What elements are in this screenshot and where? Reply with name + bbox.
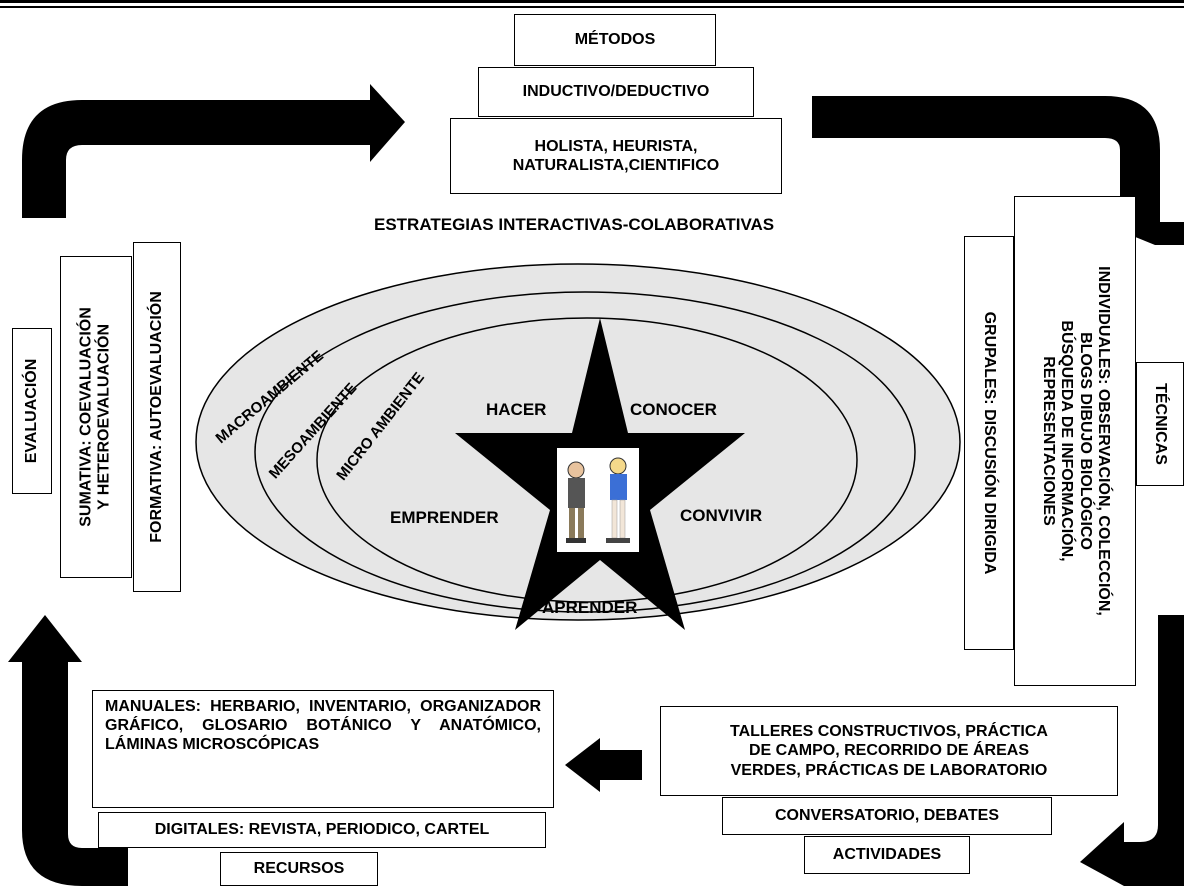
- star-hacer: HACER: [486, 400, 547, 419]
- curved-arrow-top-left-icon: [22, 84, 405, 218]
- manuales-label: MANUALES: HERBARIO, INVENTARIO, ORGANIZA…: [105, 698, 541, 754]
- individuales-label: INDIVIDUALES: OBSERVACIÓN, COLECCIÓN, BL…: [1039, 266, 1112, 616]
- star-conocer: CONOCER: [630, 400, 717, 419]
- talleres-box: TALLERES CONSTRUCTIVOS, PRÁCTICA DE CAMP…: [660, 706, 1118, 796]
- sumativa-label: SUMATIVA: COEVALUACIÓN Y HETEROEVALUACIÓ…: [77, 307, 113, 527]
- recursos-title-box: RECURSOS: [220, 852, 378, 886]
- star-convivir: CONVIVIR: [680, 506, 763, 525]
- grupales-box: GRUPALES: DISCUSIÓN DIRIGIDA: [964, 236, 1014, 650]
- sumativa-box: SUMATIVA: COEVALUACIÓN Y HETEROEVALUACIÓ…: [60, 256, 132, 578]
- individuales-box: INDIVIDUALES: OBSERVACIÓN, COLECCIÓN, BL…: [1014, 196, 1136, 686]
- formativa-box: FORMATIVA: AUTOEVALUACIÓN: [133, 242, 181, 592]
- curved-arrow-bottom-left-icon: [8, 615, 128, 886]
- formativa-label: FORMATIVA: AUTOEVALUACIÓN: [147, 291, 165, 543]
- inductivo-deductivo-label: INDUCTIVO/DEDUCTIVO: [522, 83, 710, 101]
- students-illustration-icon: [557, 448, 639, 552]
- digitales-box: DIGITALES: REVISTA, PERIODICO, CARTEL: [98, 812, 546, 848]
- talleres-label: TALLERES CONSTRUCTIVOS, PRÁCTICA DE CAMP…: [730, 723, 1048, 779]
- manuales-box: MANUALES: HERBARIO, INVENTARIO, ORGANIZA…: [92, 690, 554, 808]
- recursos-title: RECURSOS: [253, 860, 345, 878]
- tecnicas-title-box: TÉCNICAS: [1136, 362, 1184, 486]
- grupales-label: GRUPALES: DISCUSIÓN DIRIGIDA: [981, 311, 999, 575]
- evaluacion-title-box: EVALUACIÓN: [12, 328, 52, 494]
- metodos-title-box: MÉTODOS: [514, 14, 716, 66]
- star-emprender: EMPRENDER: [390, 508, 499, 527]
- star-aprender: APRENDER: [542, 598, 638, 617]
- holista-box: HOLISTA, HEURISTA, NATURALISTA,CIENTIFIC…: [450, 118, 782, 194]
- digitales-label: DIGITALES: REVISTA, PERIODICO, CARTEL: [154, 821, 490, 839]
- actividades-title-box: ACTIVIDADES: [804, 836, 970, 874]
- estrategias-title: ESTRATEGIAS INTERACTIVAS-COLABORATIVAS: [374, 215, 775, 234]
- inductivo-deductivo-box: INDUCTIVO/DEDUCTIVO: [478, 67, 754, 117]
- tecnicas-title: TÉCNICAS: [1152, 383, 1170, 465]
- conversatorio-box: CONVERSATORIO, DEBATES: [722, 797, 1052, 835]
- evaluacion-title: EVALUACIÓN: [22, 358, 40, 464]
- conversatorio-label: CONVERSATORIO, DEBATES: [774, 807, 1000, 825]
- top-border: [0, 0, 1184, 8]
- actividades-title: ACTIVIDADES: [832, 846, 942, 864]
- curved-arrow-bottom-right-icon: [1080, 615, 1184, 886]
- left-arrow-icon: [565, 738, 642, 792]
- metodos-title: MÉTODOS: [574, 31, 656, 49]
- holista-label: HOLISTA, HEURISTA, NATURALISTA,CIENTIFIC…: [512, 137, 720, 174]
